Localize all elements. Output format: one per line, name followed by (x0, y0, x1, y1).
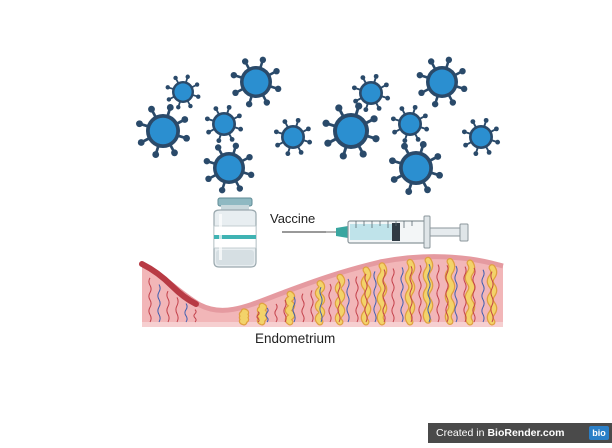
vessel (355, 276, 359, 323)
gland (376, 262, 388, 326)
biorender-watermark[interactable]: Created in BioRender.com bio (428, 423, 612, 443)
endometrium-label: Endometrium (255, 331, 336, 346)
virus-icon (204, 104, 244, 144)
gland (464, 259, 476, 326)
vessel (175, 297, 179, 323)
vessel (472, 267, 476, 323)
gland (284, 290, 296, 326)
gland (444, 258, 456, 325)
virus-icon (273, 117, 313, 157)
vessel (418, 264, 422, 323)
vessel (265, 307, 269, 323)
virus-icon (322, 102, 380, 160)
vessel (490, 271, 494, 323)
vessel (382, 269, 386, 323)
vessel (319, 286, 323, 323)
virus-icon (461, 117, 501, 157)
vessel (337, 281, 341, 323)
watermark-brand: BioRender.com (487, 427, 565, 439)
gland (238, 308, 250, 326)
vessel (364, 273, 368, 323)
vessel (463, 266, 467, 323)
vessel (157, 284, 161, 323)
gland (256, 302, 268, 326)
vessel (400, 267, 404, 323)
syringe-icon (326, 215, 469, 249)
vessel (148, 277, 152, 323)
vessel (184, 303, 188, 323)
virus-icon (230, 56, 282, 108)
vessel (301, 293, 305, 323)
virus-icon (389, 141, 443, 195)
vessel (283, 299, 287, 323)
virus-group (136, 56, 501, 195)
vessel (445, 265, 449, 323)
vessel (373, 271, 377, 323)
vessel (409, 266, 413, 323)
vessel (328, 283, 332, 323)
vaccine-label: Vaccine (270, 211, 316, 226)
vessel (346, 278, 350, 323)
virus-icon (165, 74, 201, 110)
vessel (436, 264, 440, 323)
vessel (274, 303, 278, 323)
watermark-prefix: Created in (436, 427, 485, 439)
virus-icon (390, 104, 430, 144)
virus-icon (351, 73, 391, 113)
blood-vessels (148, 263, 494, 323)
vessel (391, 268, 395, 323)
vessel (193, 309, 197, 323)
vessel (310, 290, 314, 323)
biorender-logo-icon: bio (589, 426, 609, 440)
vessel (481, 269, 485, 323)
virus-icon (136, 104, 190, 158)
endometrium-tissue (139, 254, 504, 327)
vessel (427, 263, 431, 323)
vessel (292, 296, 296, 323)
vaccine-vial-icon (213, 197, 257, 268)
vessel (454, 265, 458, 323)
vessel (256, 311, 260, 323)
vessel (166, 290, 170, 323)
virus-icon (203, 142, 255, 194)
virus-icon (416, 56, 468, 108)
